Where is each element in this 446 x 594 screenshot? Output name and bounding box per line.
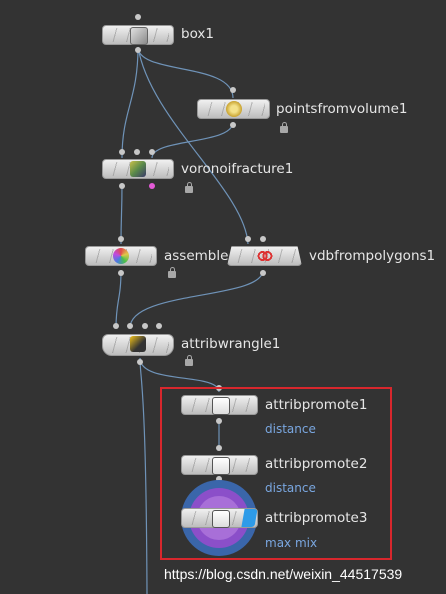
output-port[interactable] bbox=[135, 14, 141, 20]
input-port[interactable] bbox=[230, 87, 236, 93]
input-port[interactable] bbox=[260, 236, 266, 242]
node-body[interactable] bbox=[227, 246, 302, 266]
node-label: attribwrangle1 bbox=[181, 336, 281, 352]
input-port[interactable] bbox=[118, 236, 124, 242]
node-label: assemble bbox=[164, 248, 229, 264]
node-label: voronoifracture1 bbox=[181, 161, 294, 177]
input-port[interactable] bbox=[216, 385, 222, 391]
output-port[interactable] bbox=[216, 476, 222, 482]
node-body[interactable] bbox=[102, 159, 174, 179]
lock-icon bbox=[185, 355, 193, 366]
input-port[interactable] bbox=[142, 323, 148, 329]
wire-vdb-wrangle bbox=[129, 269, 264, 329]
voronoi-icon bbox=[130, 161, 146, 177]
node-body[interactable] bbox=[102, 25, 174, 45]
input-port[interactable] bbox=[216, 445, 222, 451]
node-body[interactable] bbox=[181, 395, 258, 415]
node-label: attribpromote3 bbox=[265, 510, 368, 526]
input-port[interactable] bbox=[245, 236, 251, 242]
wrangle-icon bbox=[130, 336, 146, 352]
input-port[interactable] bbox=[119, 149, 125, 155]
lock-icon bbox=[168, 267, 176, 278]
node-label: box1 bbox=[181, 26, 214, 42]
wire-assemble-wrangle bbox=[115, 269, 122, 329]
output-port[interactable] bbox=[135, 47, 141, 53]
output-port-secondary[interactable] bbox=[149, 183, 155, 189]
lock-icon bbox=[280, 122, 288, 133]
wire-wrangle-promote1 bbox=[139, 357, 220, 393]
node-body[interactable] bbox=[85, 246, 157, 266]
node-label: vdbfrompolygons1 bbox=[309, 248, 436, 264]
output-port[interactable] bbox=[260, 270, 266, 276]
attribpromote-icon bbox=[211, 457, 230, 475]
wire-box1-pointsfromvolume1 bbox=[137, 46, 234, 99]
wire-voronoi-assemble bbox=[120, 182, 123, 245]
output-port[interactable] bbox=[137, 359, 143, 365]
points-volume-icon bbox=[225, 101, 242, 117]
watermark-text: https://blog.csdn.net/weixin_44517539 bbox=[164, 566, 403, 582]
wire-wrangle-down bbox=[139, 357, 148, 594]
output-port[interactable] bbox=[230, 122, 236, 128]
input-port[interactable] bbox=[156, 323, 162, 329]
node-label: attribpromote2 bbox=[265, 456, 368, 472]
wire-box1-voronoi bbox=[121, 46, 139, 159]
input-port[interactable] bbox=[113, 323, 119, 329]
node-body[interactable] bbox=[102, 334, 174, 356]
box-icon bbox=[130, 27, 148, 45]
node-parameter: distance bbox=[265, 481, 316, 495]
input-port[interactable] bbox=[134, 149, 140, 155]
attribpromote-icon bbox=[211, 397, 230, 415]
input-port[interactable] bbox=[127, 323, 133, 329]
node-label: pointsfromvolume1 bbox=[276, 101, 408, 117]
output-port[interactable] bbox=[216, 418, 222, 424]
node-body[interactable] bbox=[181, 455, 258, 475]
node-parameter: max mix bbox=[265, 536, 318, 550]
output-port[interactable] bbox=[118, 270, 124, 276]
vdb-icon bbox=[256, 248, 273, 264]
node-body[interactable] bbox=[181, 508, 258, 528]
wire-points-voronoi bbox=[151, 121, 234, 159]
node-label: attribpromote1 bbox=[265, 397, 368, 413]
input-port[interactable] bbox=[149, 149, 155, 155]
output-port[interactable] bbox=[119, 183, 125, 189]
node-body[interactable] bbox=[197, 99, 270, 119]
lock-icon bbox=[185, 182, 193, 193]
wire-box1-vdb bbox=[137, 46, 249, 245]
assemble-icon bbox=[113, 248, 129, 264]
attribpromote-icon bbox=[211, 510, 230, 528]
node-parameter: distance bbox=[265, 422, 316, 436]
